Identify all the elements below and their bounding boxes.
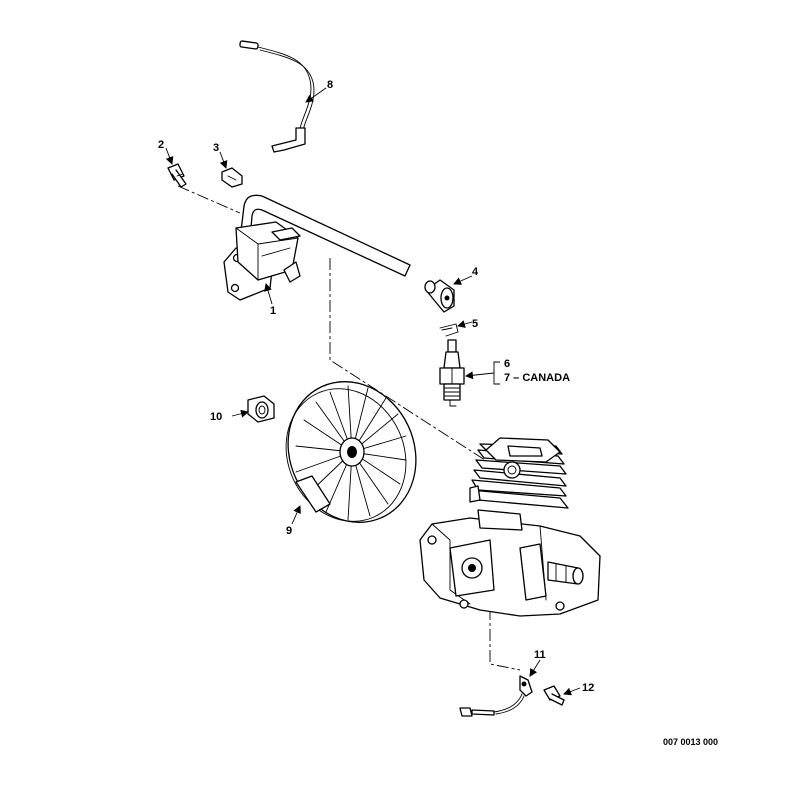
part-4-spark-plug-boot — [424, 279, 455, 313]
callout-1: 1 — [270, 305, 276, 317]
callout-labels: 8 2 3 1 4 5 6 7 – CANADA 10 9 11 12 — [158, 79, 594, 694]
callout-4: 4 — [472, 266, 479, 278]
callout-11: 11 — [534, 649, 546, 661]
part-2-screw — [167, 163, 187, 188]
callout-7: 7 – CANADA — [504, 372, 570, 384]
callout-8: 8 — [327, 79, 333, 91]
part-9-flywheel — [285, 381, 417, 523]
callout-12: 12 — [582, 682, 594, 694]
part-10-nut — [247, 395, 275, 423]
part-8-ignition-wire — [239, 40, 315, 153]
callout-10: 10 — [210, 411, 222, 423]
part-3-grommet — [221, 167, 243, 188]
callout-9: 9 — [286, 525, 292, 537]
part-5-clip — [439, 323, 459, 337]
callout-5: 5 — [472, 318, 478, 330]
part-11-ground-wire — [459, 675, 533, 717]
assembly-lines — [177, 185, 521, 671]
engine-cylinder-crankcase — [419, 437, 601, 617]
part-6-7-spark-plug — [439, 339, 465, 407]
part-12-screw — [543, 685, 565, 706]
drawing-reference-number: 007 0013 000 — [663, 737, 718, 747]
callout-6: 6 — [504, 358, 510, 370]
callout-3: 3 — [213, 142, 219, 154]
callout-leaders — [165, 87, 581, 696]
part-1-ignition-module — [223, 194, 411, 301]
callout-2: 2 — [158, 139, 164, 151]
